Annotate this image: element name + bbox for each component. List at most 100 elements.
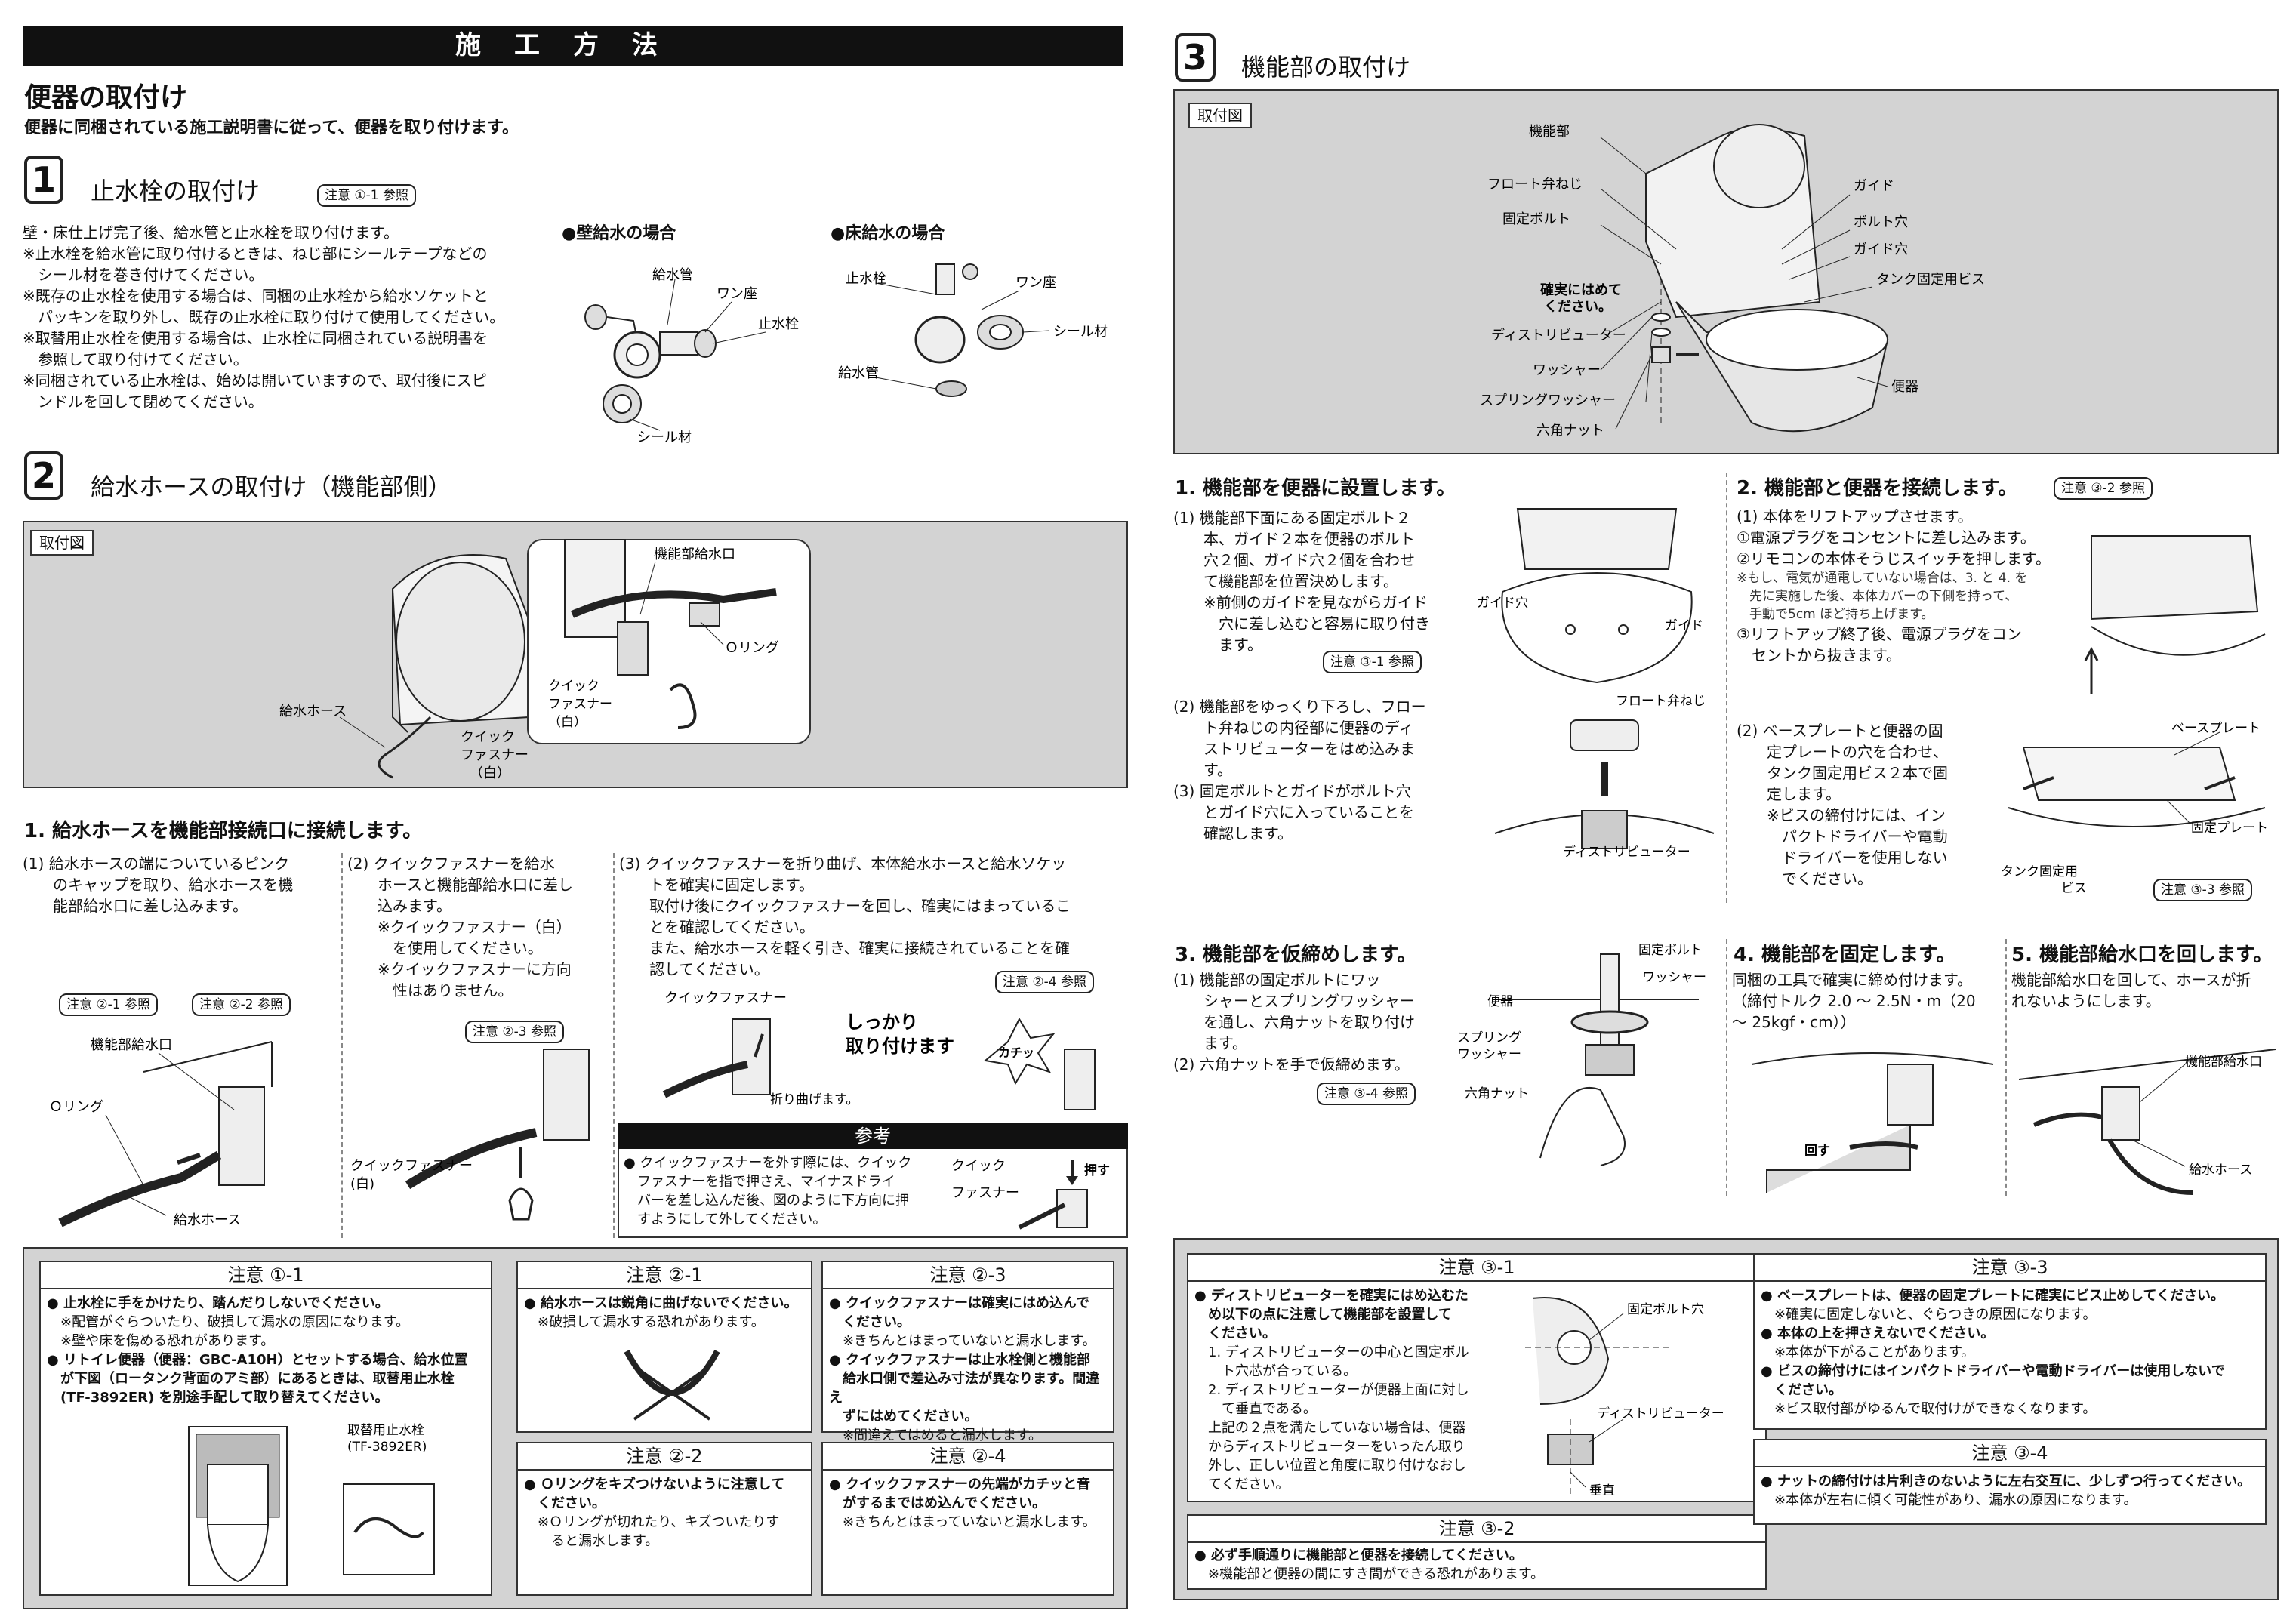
floor-valve-illustration: 止水栓 ワン座 シール材 給水管: [838, 263, 1108, 397]
page-header: 施工方法: [23, 26, 1123, 66]
right-divider-2: [1726, 939, 1727, 1196]
step2-figure-label: 取付図: [30, 530, 94, 556]
svg-text:固定ボルト穴: 固定ボルト穴: [1627, 1302, 1704, 1317]
svg-text:取替用止水栓: 取替用止水栓: [347, 1423, 424, 1438]
s3-text: (1) 機能部の固定ボルトにワッ シャーとスプリングワッシャー を通し、六角ナッ…: [1173, 971, 1415, 1073]
sub1-col3: (3) クイックファスナーを折り曲げ、本体給水ホースと給水ソケッ トを確実に固定…: [619, 855, 1071, 978]
svg-text:ガイド: ガイド: [1665, 618, 1703, 633]
col3-ref: 注意 ②-4 参照: [995, 971, 1094, 993]
col2-ref: 注意 ②-3 参照: [465, 1021, 564, 1043]
floor-supply-title: ●床給水の場合: [831, 224, 945, 243]
s2-lift-illustration: [2084, 535, 2266, 694]
svg-text:ください。: ください。: [1544, 299, 1612, 315]
svg-text:(白): (白): [350, 1176, 374, 1192]
svg-text:Ｏリング: Ｏリング: [49, 1099, 103, 1115]
step3-figure-label: 取付図: [1188, 103, 1252, 128]
svg-text:便器: 便器: [1487, 994, 1513, 1009]
note-3-2: 注意 ③-2 ● 必ず手順通りに機能部と便器を接続してください。 ※機能部と便器…: [1187, 1514, 1767, 1590]
step2-detail-illustration: 機能部給水口 Ｏリング クイック ファスナー （白）: [548, 539, 779, 730]
reference-box-text: ● クイックファスナーを外す際には、クイック ファスナーを指で押さえ、マイナスド…: [624, 1155, 912, 1227]
wall-label-seal: シール材: [637, 430, 692, 445]
section-intro: 便器に同梱されている施工説明書に従って、便器を取り付けます。: [24, 119, 519, 137]
floor-label-seal: シール材: [1053, 324, 1108, 340]
svg-text:固定ボルト: 固定ボルト: [1638, 943, 1703, 958]
svg-text:しっかり: しっかり: [846, 1012, 918, 1033]
s2-text-2: (2) ベースプレートと便器の固 定プレートの穴を合わせ、 タンク固定用ビス２本…: [1737, 722, 1948, 888]
svg-text:ファスナー: ファスナー: [461, 747, 529, 763]
floor-label-valve: 止水栓: [846, 271, 886, 287]
svg-text:ワッシャー: ワッシャー: [1457, 1047, 1521, 1062]
svg-text:ディストリビューター: ディストリビューター: [1563, 844, 1690, 860]
svg-text:機能部: 機能部: [1529, 124, 1570, 140]
s5-text: 機能部給水口を回して、ホースが折 れないようにします。: [2011, 971, 2251, 1010]
svg-text:確実にはめて: 確実にはめて: [1540, 282, 1622, 298]
col1-ref-b: 注意 ②-2 参照: [192, 993, 291, 1016]
step-number-1: 1: [24, 156, 63, 204]
step3-title: 機能部の取付け: [1241, 53, 1411, 82]
step1-ref-tag: 注意 ①-1 参照: [317, 184, 416, 207]
s2-ref: 注意 ③-2 参照: [2054, 477, 2153, 500]
svg-text:六角ナット: 六角ナット: [1465, 1086, 1529, 1101]
s2-text-1: (1) 本体をリフトアップさせます。 ①電源プラグをコンセントに差し込みます。 …: [1737, 507, 2051, 664]
svg-text:機能部給水口: 機能部給水口: [2185, 1055, 2262, 1070]
wall-label-wanza: ワン座: [717, 286, 757, 302]
svg-text:（白）: （白）: [470, 765, 510, 781]
svg-text:クイックファスナー: クイックファスナー: [664, 990, 787, 1006]
svg-text:ファスナー: ファスナー: [951, 1185, 1019, 1201]
svg-text:クイック: クイック: [951, 1158, 1006, 1174]
col2-illustration: クイックファスナー (白): [350, 1049, 590, 1221]
svg-text:ワッシャー: ワッシャー: [1533, 362, 1601, 378]
s1-title: 1. 機能部を便器に設置します。: [1175, 477, 1456, 500]
s1-text-1: (1) 機能部下面にある固定ボルト２ 本、ガイド２本を便器のボルト 穴２個、ガイ…: [1173, 509, 1430, 654]
svg-text:固定ボルト: 固定ボルト: [1502, 211, 1570, 227]
s4-illustration: 回す: [1751, 1052, 1994, 1193]
col1-illustration: 機能部給水口 Ｏリング 給水ホース: [49, 1037, 273, 1228]
section-title: 便器の取付け: [24, 82, 188, 113]
sub1-col2: (2) クイックファスナーを給水 ホースと機能部給水口に差し 込みます。 ※クイ…: [347, 855, 573, 999]
note21-illustration: [624, 1350, 720, 1421]
svg-text:フロート弁ねじ: フロート弁ねじ: [1487, 177, 1583, 192]
svg-text:ファスナー: ファスナー: [548, 697, 612, 712]
svg-text:ガイド穴: ガイド穴: [1477, 596, 1528, 611]
sub1-title: 1. 給水ホースを機能部接続口に接続します。: [24, 820, 423, 842]
s1-ref: 注意 ③-1 参照: [1323, 651, 1422, 673]
reference-illustration: クイック ファスナー 押す: [951, 1158, 1110, 1230]
col1-ref-a: 注意 ②-1 参照: [59, 993, 158, 1016]
s4-title: 4. 機能部を固定します。: [1734, 944, 1956, 966]
svg-text:給水ホース: 給水ホース: [2189, 1163, 2252, 1178]
note-2-3: 注意 ②-3 ● クイックファスナーは確実にはめ込んで ください。 ※きちんとは…: [821, 1261, 1114, 1443]
col-divider-1: [341, 853, 343, 1238]
svg-text:タンク固定用: タンク固定用: [2001, 864, 2078, 879]
svg-text:便器: 便器: [1891, 379, 1918, 395]
s3-ref: 注意 ③-4 参照: [1317, 1083, 1416, 1105]
right-divider-3: [2005, 939, 2007, 1196]
col3-illustration: クイックファスナー しっかり 取り付けます 折り曲げます。 カチッ: [662, 990, 1096, 1110]
note31-illustration: 固定ボルト穴 ディストリビューター 垂直: [1525, 1297, 1724, 1498]
svg-text:(TF-3892ER): (TF-3892ER): [347, 1440, 427, 1455]
wall-label-pipe: 給水管: [652, 267, 693, 283]
s2-title: 2. 機能部と便器を接続します。: [1737, 477, 2018, 500]
floor-label-wanza: ワン座: [1015, 275, 1056, 291]
fig-label-hose: 給水ホース: [279, 704, 347, 719]
svg-text:機能部給水口: 機能部給水口: [91, 1037, 172, 1053]
svg-text:カチッ: カチッ: [998, 1046, 1034, 1060]
svg-text:（白）: （白）: [548, 715, 587, 730]
svg-text:固定プレート: 固定プレート: [2191, 821, 2268, 836]
s5-title: 5. 機能部給水口を回します。: [2011, 944, 2273, 966]
svg-text:クイックファスナー: クイックファスナー: [350, 1158, 473, 1174]
svg-text:ボルト穴: ボルト穴: [1854, 214, 1908, 230]
step2-unit-illustration: 給水ホース クイック ファスナー （白）: [279, 554, 529, 781]
s3-title: 3. 機能部を仮締めします。: [1175, 944, 1417, 966]
right-divider-1: [1726, 473, 1727, 903]
s2-ref-2: 注意 ③-3 参照: [2153, 879, 2252, 901]
svg-text:ベースプレート: ベースプレート: [2171, 721, 2261, 736]
svg-text:クイック: クイック: [461, 729, 515, 745]
wall-supply-title: ●壁給水の場合: [562, 224, 676, 243]
svg-text:クイック: クイック: [548, 679, 599, 694]
step-number-3: 3: [1175, 33, 1216, 82]
s2-plate-illustration: ベースプレート 固定プレート タンク固定用 ビス: [2001, 721, 2268, 896]
col-divider-2: [613, 853, 615, 1238]
svg-text:ディストリビューター: ディストリビューター: [1491, 328, 1626, 343]
step1-title: 止水栓の取付け: [91, 177, 260, 205]
note-2-4: 注意 ②-4 ● クイックファスナーの先端がカチッと音 がするまではめ込んでくだ…: [821, 1442, 1114, 1596]
